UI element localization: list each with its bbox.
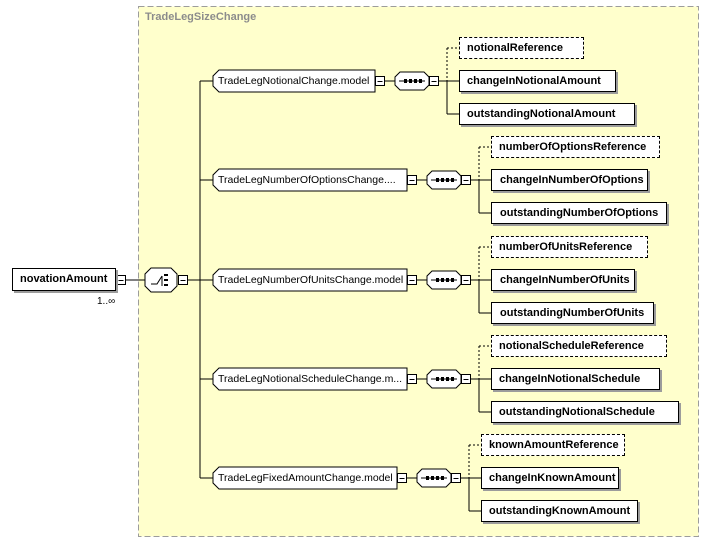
sequence-glyph-dot bbox=[436, 377, 439, 381]
element-outstandingNotionalAmount[interactable]: outstandingNotionalAmount bbox=[459, 103, 635, 125]
sequence-glyph-dot bbox=[441, 278, 444, 282]
sequence-glyph-dot bbox=[451, 178, 454, 182]
element-numberOfUnitsReference[interactable]: numberOfUnitsReference bbox=[491, 236, 648, 258]
choice-glyph-dot bbox=[164, 284, 168, 286]
sequence-glyph-dot bbox=[441, 476, 444, 480]
sequence-glyph-dot bbox=[426, 476, 429, 480]
sequence-glyph-dot bbox=[446, 278, 449, 282]
sequence-glyph-dot bbox=[431, 476, 434, 480]
sequence-glyph-dot bbox=[441, 178, 444, 182]
model-group-box bbox=[212, 466, 398, 490]
sequence-glyph-dot bbox=[446, 377, 449, 381]
model-group-box bbox=[212, 168, 408, 192]
element-outstandingNumberOfUnits[interactable]: outstandingNumberOfUnits bbox=[491, 302, 654, 324]
choice-glyph-dot bbox=[164, 274, 168, 276]
sequence-glyph-dot bbox=[414, 79, 417, 83]
choice-compositor-icon bbox=[144, 267, 178, 293]
element-changeInNotionalAmount[interactable]: changeInNotionalAmount bbox=[459, 70, 616, 92]
element-knownAmountReference[interactable]: knownAmountReference bbox=[481, 434, 625, 456]
element-notionalScheduleReference[interactable]: notionalScheduleReference bbox=[491, 335, 667, 357]
sequence-glyph-dot bbox=[409, 79, 412, 83]
sequence-glyph-dot bbox=[451, 278, 454, 282]
element-changeInNumberOfUnits[interactable]: changeInNumberOfUnits bbox=[491, 269, 635, 291]
sequence-glyph-dot bbox=[419, 79, 422, 83]
element-changeInNumberOfOptions[interactable]: changeInNumberOfOptions bbox=[491, 169, 648, 191]
sequence-glyph-dot bbox=[446, 178, 449, 182]
sequence-glyph-dot bbox=[436, 476, 439, 480]
element-outstandingNotionalSchedule[interactable]: outstandingNotionalSchedule bbox=[491, 401, 679, 423]
element-outstandingNumberOfOptions[interactable]: outstandingNumberOfOptions bbox=[491, 202, 667, 224]
element-outstandingKnownAmount[interactable]: outstandingKnownAmount bbox=[481, 500, 638, 522]
choice-glyph-dot bbox=[164, 279, 168, 281]
sequence-glyph-dot bbox=[436, 178, 439, 182]
sequence-glyph-dot bbox=[404, 79, 407, 83]
model-group-1[interactable]: TradeLegNotionalChange.model bbox=[218, 75, 370, 87]
element-numberOfOptionsReference[interactable]: numberOfOptionsReference bbox=[491, 136, 660, 158]
group-title: TradeLegSizeChange bbox=[145, 11, 257, 23]
root-element-novationAmount[interactable]: novationAmount bbox=[12, 268, 116, 291]
model-group-5[interactable]: TradeLegFixedAmountChange.model bbox=[218, 472, 393, 484]
element-changeInNotionalSchedule[interactable]: changeInNotionalSchedule bbox=[491, 368, 660, 390]
model-group-3[interactable]: TradeLegNumberOfUnitsChange.model bbox=[218, 274, 404, 286]
sequence-glyph-dot bbox=[436, 278, 439, 282]
choice-glyph-switch bbox=[151, 275, 163, 285]
root-multiplicity: 1..∞ bbox=[97, 296, 116, 307]
element-notionalReference[interactable]: notionalReference bbox=[459, 37, 584, 59]
model-group-box bbox=[212, 367, 408, 391]
element-changeInKnownAmount[interactable]: changeInKnownAmount bbox=[481, 467, 619, 489]
model-group-box bbox=[212, 268, 408, 292]
model-group-2[interactable]: TradeLegNumberOfOptionsChange.... bbox=[218, 174, 396, 186]
sequence-glyph-dot bbox=[451, 377, 454, 381]
model-group-4[interactable]: TradeLegNotionalScheduleChange.m... bbox=[218, 373, 403, 385]
sequence-glyph-dot bbox=[441, 377, 444, 381]
model-group-box bbox=[212, 69, 376, 93]
